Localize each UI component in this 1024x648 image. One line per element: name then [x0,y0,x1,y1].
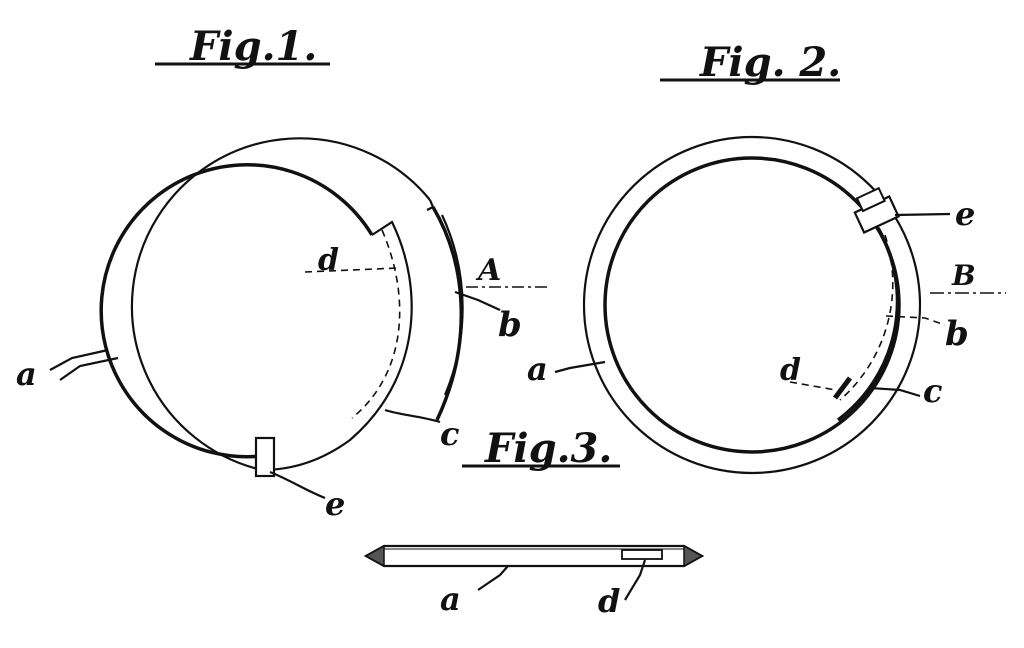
ring-a-inner-edge [603,156,901,454]
fig1-label-section-a: A [475,253,501,288]
fig2-label-d: d [780,353,801,388]
fig1-label-e: e [325,485,345,523]
figure-2: Fig. 2. a e B b d c [527,39,1006,475]
band-b [431,206,463,421]
fig1-label-c: c [440,415,459,453]
fig1-label-a: a [16,355,37,393]
fig2-label-b: b [945,314,969,354]
ring-a-outer-edge [582,135,922,475]
fig1-label-d: d [318,243,339,278]
ring-a-outer-edge [130,137,431,472]
ring-a-inner-edge [99,163,374,459]
figure-3: Fig.3. a d [363,425,705,620]
fig2-label-c: c [923,372,942,410]
slot-d [621,549,663,560]
fig2-label-a: a [527,350,548,388]
fig1-title: Fig.1. [189,23,317,70]
segment-c [261,220,413,472]
clip-e [853,186,901,234]
fig3-label-a: a [440,580,461,618]
pin-a [363,544,705,568]
fig2-label-section-b: B [951,259,976,292]
fig3-title: Fig.3. [484,425,612,472]
fig1-label-b: b [498,305,522,345]
fig2-title: Fig. 2. [699,39,841,86]
fig2-label-e: e [955,195,975,233]
figure-1: Fig.1. a d A b c e [16,23,550,523]
fig3-label-d: d [598,582,620,620]
clip-e [254,436,276,478]
